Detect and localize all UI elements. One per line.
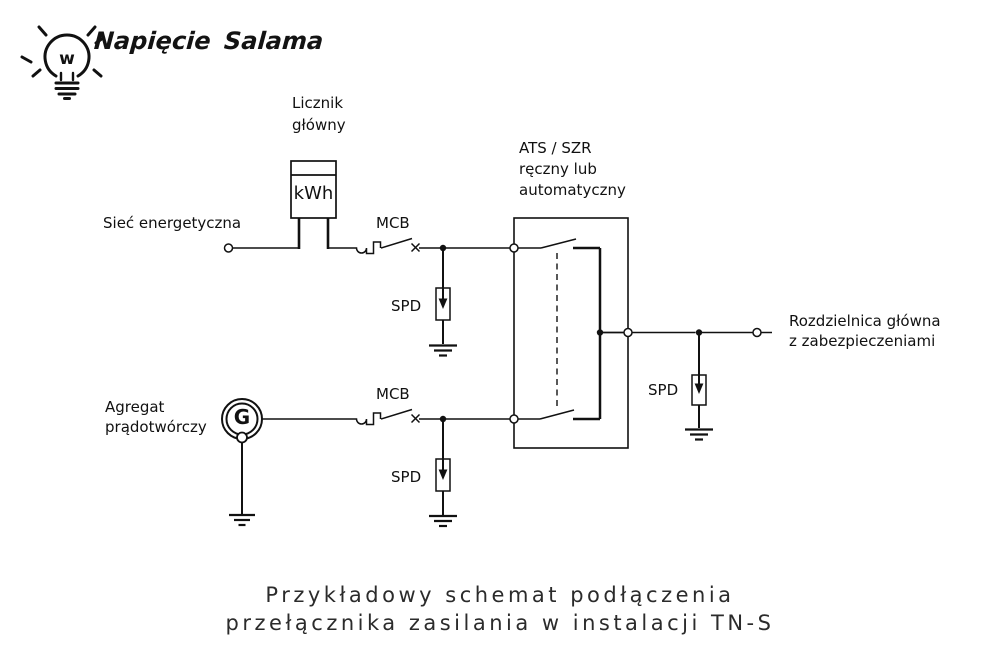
meter-unit-label: kWh (293, 183, 334, 204)
mcb-grid-label: MCB (376, 214, 410, 232)
spd-output-symbol (685, 332, 713, 441)
generator-letter: G (233, 405, 251, 429)
grid-input-wire (223, 218, 352, 253)
logo-bulb-letter: w (59, 49, 75, 69)
mcb-grid-symbol (352, 237, 510, 255)
ats-box (509, 217, 633, 449)
lightbulb-logo-icon (20, 25, 105, 100)
ground-symbol-grid-spd (429, 344, 457, 357)
ats-label: ATS / SZR ręczny lub automatyczny (519, 139, 626, 199)
spd-generator-label: SPD (391, 468, 422, 486)
logo-name-line2: Salama (223, 27, 325, 55)
diagram-caption: Przykładowy schemat podłączenia przełącz… (225, 583, 775, 635)
ground-symbol-generator-spd (429, 514, 457, 528)
output-wire (632, 327, 772, 338)
spd-generator-symbol (429, 419, 457, 528)
ground-symbol-output-spd (685, 428, 713, 441)
spd-grid-label: SPD (391, 297, 422, 315)
spd-output-label: SPD (648, 381, 679, 399)
output-switchboard-label: Rozdzielnica główna z zabezpieczeniami (789, 312, 941, 350)
logo-wordmark: Napięcie Salama (93, 27, 325, 55)
meter-label: Licznik główny (292, 94, 346, 134)
mcb-generator-label: MCB (376, 385, 410, 403)
mcb-generator-symbol (352, 408, 510, 426)
grid-source-label: Sieć energetyczna (103, 214, 242, 232)
logo-name-line1: Napięcie (93, 27, 212, 55)
ground-symbol-generator (229, 513, 255, 527)
spd-grid-symbol (429, 248, 457, 357)
generator-label: Agregat prądotwórczy (105, 398, 207, 436)
energy-meter-symbol (290, 160, 337, 219)
